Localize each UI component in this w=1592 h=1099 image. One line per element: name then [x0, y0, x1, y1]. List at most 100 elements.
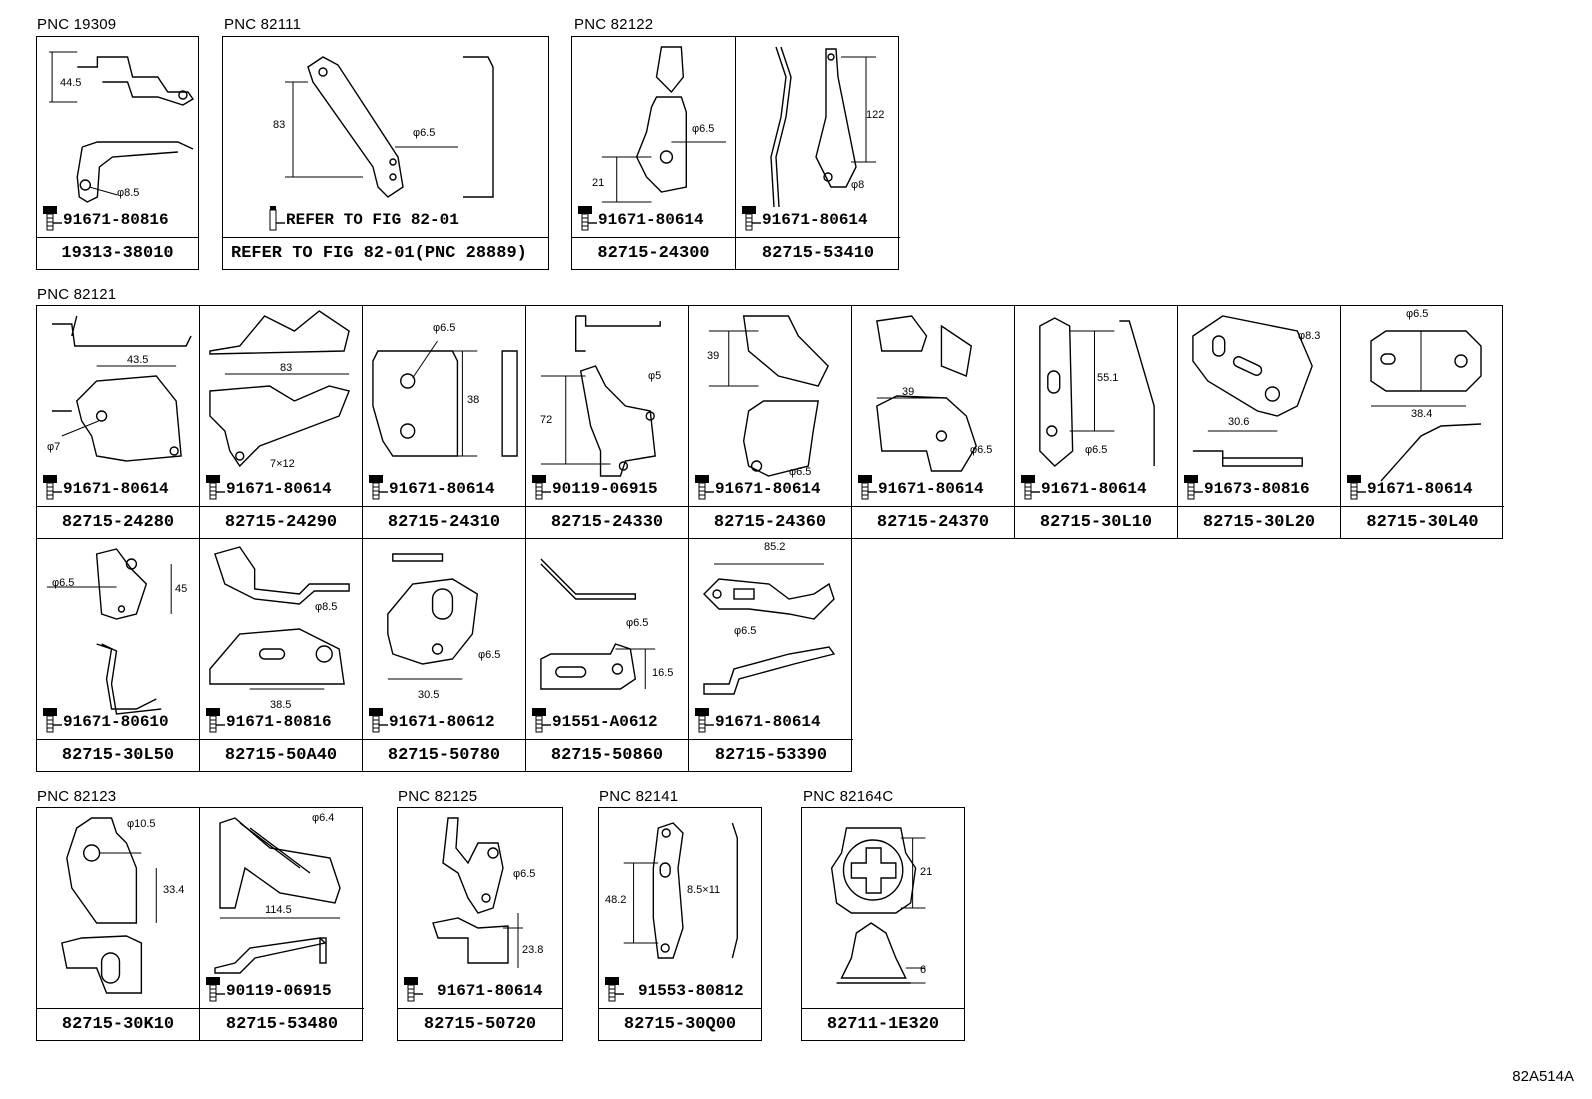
part-number[interactable]: 82715-53390 [689, 739, 853, 771]
part-number[interactable]: 82711-1E320 [802, 1008, 964, 1040]
pnc-label-82141: PNC 82141 [599, 788, 679, 805]
part-cell[interactable]: φ8.5 38.5 91671-80816 82715-50A40 [200, 539, 363, 771]
bracket-drawing [526, 306, 688, 506]
bolt-part-number: 90119-06915 [552, 480, 658, 498]
bolt-callout[interactable]: 91671-80816 [40, 203, 169, 231]
part-number[interactable]: 82715-24370 [852, 506, 1014, 538]
part-cell[interactable]: φ6.5 16.5 91551-A0612 82715-50860 [526, 539, 689, 771]
part-cell[interactable]: φ6.5 38.4 91671-80614 82715-30L40 [1341, 306, 1504, 538]
part-number[interactable]: 82715-24290 [200, 506, 362, 538]
bolt-icon [605, 977, 624, 1002]
bolt-icon [1021, 475, 1040, 500]
part-cell[interactable]: φ6.4 114.5 90119-06915 82715-53480 [200, 808, 364, 1040]
bolt-part-number: 91671-80614 [715, 713, 821, 731]
dim-label: φ6.5 [789, 466, 812, 478]
bolt-callout[interactable]: 91671-80612 [366, 705, 495, 733]
bolt-callout[interactable]: 91671-80614 [1344, 472, 1473, 500]
bolt-callout[interactable]: 91671-80614 [401, 974, 543, 1002]
part-number[interactable]: 82715-30L10 [1015, 506, 1177, 538]
dim-label: 122 [866, 109, 885, 121]
bracket-drawing [37, 306, 199, 506]
part-number[interactable]: 82715-53480 [200, 1008, 364, 1040]
part-number[interactable]: 19313-38010 [37, 237, 198, 269]
part-number[interactable]: 82715-53410 [736, 237, 900, 269]
part-cell[interactable]: 83 φ6.5 REFER TO FIG 82-01 REFER TO FIG … [223, 37, 548, 269]
part-number[interactable]: 82715-24280 [37, 506, 199, 538]
bolt-part-number: 91673-80816 [1204, 480, 1310, 498]
part-cell[interactable]: φ5 72 90119-06915 82715-24330 [526, 306, 689, 538]
part-number[interactable]: 82715-24310 [363, 506, 525, 538]
part-number[interactable]: REFER TO FIG 82-01(PNC 28889) [223, 237, 548, 269]
part-cell[interactable]: φ6.5 38 91671-80614 82715-24310 [363, 306, 526, 538]
part-number[interactable]: 82715-30L20 [1178, 506, 1340, 538]
part-number[interactable]: 82715-50A40 [200, 739, 362, 771]
bolt-callout[interactable]: 91671-80614 [203, 472, 332, 500]
part-number[interactable]: 82715-24360 [689, 506, 851, 538]
bolt-callout[interactable]: 90119-06915 [529, 472, 658, 500]
bolt-icon [43, 206, 62, 231]
part-cell[interactable]: 39 φ6.5 91671-80614 82715-24360 [689, 306, 852, 538]
bolt-callout[interactable]: REFER TO FIG 82-01 [263, 203, 459, 231]
bolt-part-number: 91671-80816 [226, 713, 332, 731]
bracket-drawing [689, 306, 851, 506]
bolt-part-number: 91671-80612 [389, 713, 495, 731]
bolt-part-number: 91671-80614 [437, 982, 543, 1000]
bolt-callout[interactable]: 91671-80614 [692, 705, 821, 733]
part-cell[interactable]: φ6.5 21 91671-80614 82715-24300 [572, 37, 736, 269]
bolt-callout[interactable]: 91671-80614 [575, 203, 704, 231]
bolt-callout[interactable]: 91671-80614 [739, 203, 868, 231]
part-cell[interactable]: 83 7×12 91671-80614 82715-24290 [200, 306, 363, 538]
part-number[interactable]: 82715-30L50 [37, 739, 199, 771]
part-cell[interactable]: φ8.3 30.6 91673-80816 82715-30L20 [1178, 306, 1341, 538]
part-cell[interactable]: φ10.5 33.4 82715-30K10 [37, 808, 200, 1040]
dim-label: φ6.5 [692, 123, 715, 135]
bolt-callout[interactable]: 91671-80614 [40, 472, 169, 500]
pnc-label-82164c: PNC 82164C [803, 788, 894, 805]
bolt-callout[interactable]: 91673-80816 [1181, 472, 1310, 500]
dim-label: φ8.5 [315, 601, 338, 613]
bracket-drawing [736, 37, 900, 237]
part-number[interactable]: 82715-50780 [363, 739, 525, 771]
part-cell[interactable]: 39 φ6.5 91671-80614 82715-24370 [852, 306, 1015, 538]
bolt-callout[interactable]: 91671-80614 [692, 472, 821, 500]
part-number[interactable]: 82715-30K10 [37, 1008, 199, 1040]
part-cell[interactable]: 43.5 φ7 91671-80614 82715-24280 [37, 306, 200, 538]
dim-label: 23.8 [522, 944, 544, 956]
bracket-drawing [200, 539, 362, 739]
part-box-82121-row2: φ6.5 45 91671-80610 82715-30L50 φ8.5 38.… [36, 538, 853, 772]
bolt-icon [269, 206, 285, 231]
part-number[interactable]: 82715-30L40 [1341, 506, 1504, 538]
dim-label: φ10.5 [127, 818, 156, 830]
bolt-callout[interactable]: 91553-80812 [602, 974, 744, 1002]
part-cell[interactable]: 21 6 82711-1E320 [802, 808, 964, 1040]
bolt-callout[interactable]: 91671-80614 [1018, 472, 1147, 500]
bolt-part-number: 91671-80614 [878, 480, 984, 498]
part-number[interactable]: 82715-24330 [526, 506, 688, 538]
bolt-callout[interactable]: 90119-06915 [203, 974, 332, 1002]
bolt-callout[interactable]: 91671-80816 [203, 705, 332, 733]
part-number[interactable]: 82715-50860 [526, 739, 688, 771]
bolt-icon [578, 206, 597, 231]
dim-label: 38 [467, 394, 480, 406]
bracket-drawing [526, 539, 688, 739]
part-number[interactable]: 82715-24300 [572, 237, 735, 269]
part-cell[interactable]: 85.2 φ6.5 91671-80614 82715-53390 [689, 539, 853, 771]
bolt-part-number: 90119-06915 [226, 982, 332, 1000]
part-number[interactable]: 82715-30Q00 [599, 1008, 761, 1040]
bolt-callout[interactable]: 91671-80614 [855, 472, 984, 500]
bracket-drawing [37, 539, 199, 739]
bolt-callout[interactable]: 91671-80614 [366, 472, 495, 500]
part-cell[interactable]: φ6.5 23.8 91671-80614 82715-50720 [398, 808, 562, 1040]
bolt-callout[interactable]: 91671-80610 [40, 705, 169, 733]
part-cell[interactable]: 44.5 φ8.5 91671-80816 19313-38010 [37, 37, 198, 269]
part-cell[interactable]: 122 φ8 91671-80614 82715-53410 [736, 37, 900, 269]
part-number[interactable]: 82715-50720 [398, 1008, 562, 1040]
part-cell[interactable]: 55.1 φ6.5 91671-80614 82715-30L10 [1015, 306, 1178, 538]
bolt-icon [369, 475, 388, 500]
pnc-label-82121: PNC 82121 [37, 286, 117, 303]
part-cell[interactable]: φ6.5 30.5 91671-80612 82715-50780 [363, 539, 526, 771]
part-cell[interactable]: 48.2 8.5×11 91553-80812 82715-30Q00 [599, 808, 761, 1040]
part-cell[interactable]: φ6.5 45 91671-80610 82715-30L50 [37, 539, 200, 771]
bolt-callout[interactable]: 91551-A0612 [529, 705, 658, 733]
bolt-icon [206, 977, 225, 1002]
